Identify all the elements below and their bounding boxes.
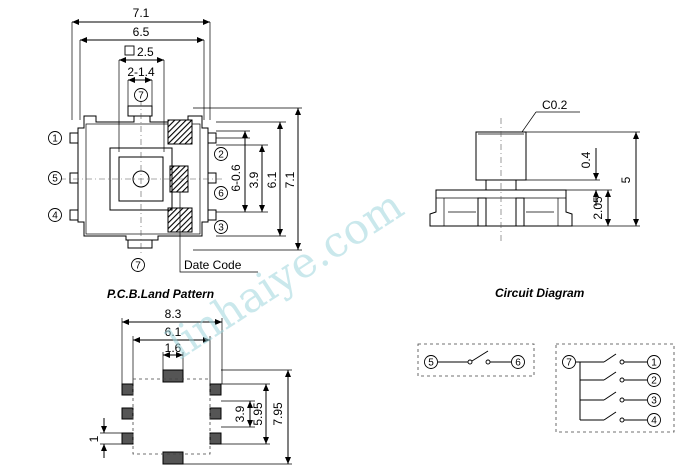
svg-text:7: 7 (566, 358, 572, 369)
dim-w-center: 1.6 (165, 341, 182, 355)
circuit-pin-6: 6 (511, 355, 525, 369)
side-view: C0.2 0.4 2.05 5 (429, 98, 640, 244)
terminal-right-3 (207, 209, 217, 221)
svg-text:4: 4 (52, 211, 58, 222)
svg-text:5: 5 (428, 358, 434, 369)
dim-h-outer: 7.95 (271, 402, 285, 426)
svg-text:7: 7 (138, 91, 144, 102)
terminal-right-6 (207, 172, 217, 184)
chamfer-label: C0.2 (542, 98, 568, 112)
dim-height-inner: 3.9 (247, 171, 261, 188)
dim-stem: 0.4 (579, 151, 593, 168)
circuit-box-a (417, 343, 535, 377)
circuit-pin-2: 2 (647, 373, 661, 387)
pin-label-7-bottom: 7 (131, 258, 145, 272)
circuit-pin-1: 1 (647, 355, 661, 369)
svg-text:6: 6 (515, 358, 521, 369)
pad-top-center (162, 369, 184, 383)
dim-height-mid: 6.1 (265, 171, 279, 188)
top-view: 7.1 6.5 2.5 2-1.4 (48, 6, 302, 273)
dim-pad: 1 (87, 435, 101, 442)
dim-width-overall: 7.1 (133, 6, 150, 20)
circuit-pin-3: 3 (647, 393, 661, 407)
pcb-component-outline (132, 378, 211, 455)
svg-text:3: 3 (218, 223, 224, 234)
date-code-leader (179, 192, 258, 273)
dim-total: 5 (619, 176, 633, 183)
dim-width-body: 6.5 (133, 25, 150, 39)
hatched-contact-top (167, 119, 193, 145)
svg-text:1: 1 (651, 358, 657, 369)
circuit-pin-4: 4 (647, 413, 661, 427)
square-symbol (124, 45, 135, 56)
pad-left-2 (121, 407, 134, 420)
svg-text:5: 5 (52, 174, 58, 185)
circuit-box-b (555, 343, 675, 433)
svg-text:2: 2 (218, 150, 224, 161)
side-body (429, 189, 573, 227)
svg-text:6: 6 (218, 189, 224, 200)
terminal-left-1 (69, 132, 79, 144)
chamfer-leader (521, 111, 537, 133)
pcb-land-pattern: 8.3 6.1 1.6 3.9 5.95 7.95 1 (87, 307, 292, 465)
terminal-top-7 (127, 105, 153, 117)
pad-left-1 (121, 383, 134, 396)
pin-label-4: 4 (48, 208, 62, 222)
circuit-diagram-title: Circuit Diagram (495, 286, 585, 300)
pad-right-3 (209, 432, 222, 445)
svg-text:3: 3 (651, 396, 657, 407)
pin-label-5: 5 (48, 171, 62, 185)
dim-w-outer: 8.3 (165, 307, 182, 321)
switch-a-blade (471, 350, 489, 362)
terminal-right-2 (207, 132, 217, 144)
watermark-text: linhaiye.com (159, 180, 412, 368)
dim-h-inner: 3.9 (233, 405, 247, 422)
svg-text:2: 2 (651, 376, 657, 387)
pin-label-2: 2 (214, 147, 228, 161)
dim-w-mid: 6.1 (165, 325, 182, 339)
dim-pitch: 2-1.4 (127, 65, 155, 79)
terminal-left-4 (69, 209, 79, 221)
circuit-pin-5: 5 (424, 355, 438, 369)
dim-height-overall: 7.1 (283, 171, 297, 188)
circuit-diagram: 5 6 7 1 2 3 4 (417, 343, 675, 433)
pin-label-7-top: 7 (134, 88, 148, 102)
pad-right-1 (209, 383, 222, 396)
pin-label-3: 3 (214, 220, 228, 234)
svg-text:7: 7 (135, 261, 141, 272)
dim-pitch-side: 6-0.6 (229, 164, 243, 192)
terminal-bottom-7 (127, 239, 153, 249)
date-code-label: Date Code (184, 258, 242, 272)
pin-label-1: 1 (48, 131, 62, 145)
circuit-pin-7: 7 (562, 355, 576, 369)
dim-base: 2.05 (591, 196, 605, 220)
dim-square: 2.5 (137, 45, 154, 59)
svg-text:4: 4 (651, 416, 657, 427)
pad-right-2 (209, 407, 222, 420)
pad-bottom-center (162, 451, 184, 465)
svg-text:1: 1 (52, 134, 58, 145)
terminal-left-5 (69, 172, 79, 184)
pcb-land-pattern-title: P.C.B.Land Pattern (107, 287, 214, 301)
pin-label-6: 6 (214, 186, 228, 200)
dim-h-mid: 5.95 (251, 402, 265, 426)
pad-left-3 (121, 432, 134, 445)
